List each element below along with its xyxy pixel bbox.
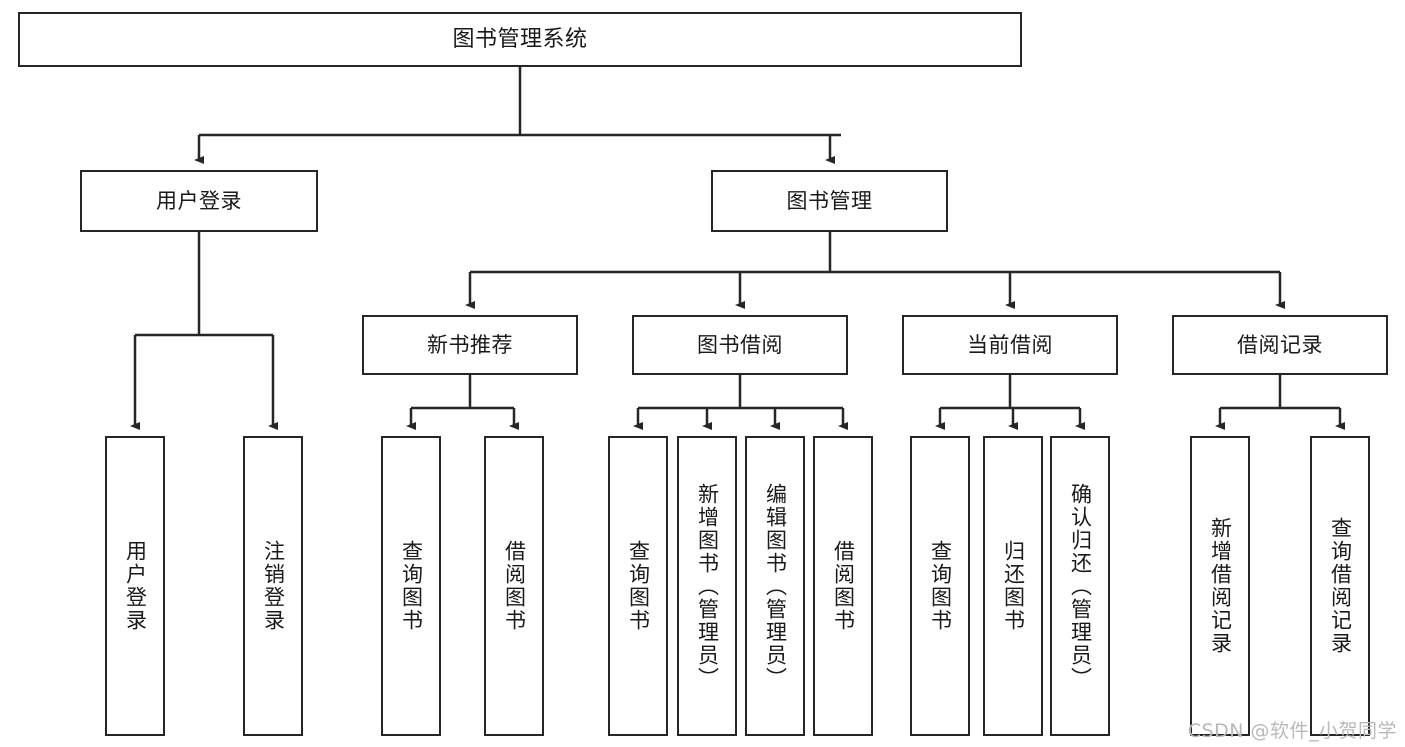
node-leaf-record-query[interactable]: 查询借阅记录 bbox=[1310, 436, 1370, 736]
node-new-book-recommend-label: 新书推荐 bbox=[427, 332, 513, 357]
node-leaf-borrow-edit-book-label: 编辑图书（管理员） bbox=[763, 482, 788, 690]
node-user-login-label: 用户登录 bbox=[156, 188, 242, 213]
node-leaf-current-confirm-return-label: 确认归还（管理员） bbox=[1068, 482, 1093, 690]
node-leaf-current-confirm-return[interactable]: 确认归还（管理员） bbox=[1050, 436, 1110, 736]
node-leaf-current-query-book-label: 查询图书 bbox=[928, 540, 953, 632]
node-book-borrow[interactable]: 图书借阅 bbox=[632, 315, 848, 375]
node-leaf-record-add-label: 新增借阅记录 bbox=[1208, 517, 1233, 655]
node-new-book-recommend[interactable]: 新书推荐 bbox=[362, 315, 578, 375]
node-current-borrow-label: 当前借阅 bbox=[967, 332, 1053, 357]
node-root-label: 图书管理系统 bbox=[452, 26, 588, 52]
node-leaf-borrow-add-book[interactable]: 新增图书（管理员） bbox=[677, 436, 737, 736]
node-leaf-current-return-book[interactable]: 归还图书 bbox=[983, 436, 1043, 736]
node-borrow-record[interactable]: 借阅记录 bbox=[1172, 315, 1388, 375]
node-leaf-recommend-query-book-label: 查询图书 bbox=[399, 540, 424, 632]
node-leaf-recommend-borrow-book-label: 借阅图书 bbox=[502, 540, 527, 632]
node-book-manage[interactable]: 图书管理 bbox=[711, 170, 948, 232]
node-leaf-borrow-do-borrow-label: 借阅图书 bbox=[831, 540, 856, 632]
node-current-borrow[interactable]: 当前借阅 bbox=[902, 315, 1118, 375]
node-root[interactable]: 图书管理系统 bbox=[18, 12, 1022, 67]
node-leaf-borrow-query-book-label: 查询图书 bbox=[626, 540, 651, 632]
node-leaf-borrow-add-book-label: 新增图书（管理员） bbox=[695, 482, 720, 690]
node-leaf-user-login-label: 用户登录 bbox=[123, 540, 148, 632]
node-leaf-borrow-query-book[interactable]: 查询图书 bbox=[608, 436, 668, 736]
node-leaf-user-logout[interactable]: 注销登录 bbox=[243, 436, 303, 736]
node-leaf-record-add[interactable]: 新增借阅记录 bbox=[1190, 436, 1250, 736]
node-leaf-borrow-edit-book[interactable]: 编辑图书（管理员） bbox=[745, 436, 805, 736]
node-leaf-user-login[interactable]: 用户登录 bbox=[105, 436, 165, 736]
node-user-login[interactable]: 用户登录 bbox=[80, 170, 318, 232]
node-book-borrow-label: 图书借阅 bbox=[697, 332, 783, 357]
node-leaf-user-logout-label: 注销登录 bbox=[261, 540, 286, 632]
node-borrow-record-label: 借阅记录 bbox=[1237, 332, 1323, 357]
node-leaf-record-query-label: 查询借阅记录 bbox=[1328, 517, 1353, 655]
node-leaf-recommend-query-book[interactable]: 查询图书 bbox=[381, 436, 441, 736]
node-leaf-borrow-do-borrow[interactable]: 借阅图书 bbox=[813, 436, 873, 736]
node-leaf-current-query-book[interactable]: 查询图书 bbox=[910, 436, 970, 736]
node-book-manage-label: 图书管理 bbox=[786, 188, 873, 213]
node-leaf-current-return-book-label: 归还图书 bbox=[1001, 540, 1026, 632]
node-leaf-recommend-borrow-book[interactable]: 借阅图书 bbox=[484, 436, 544, 736]
